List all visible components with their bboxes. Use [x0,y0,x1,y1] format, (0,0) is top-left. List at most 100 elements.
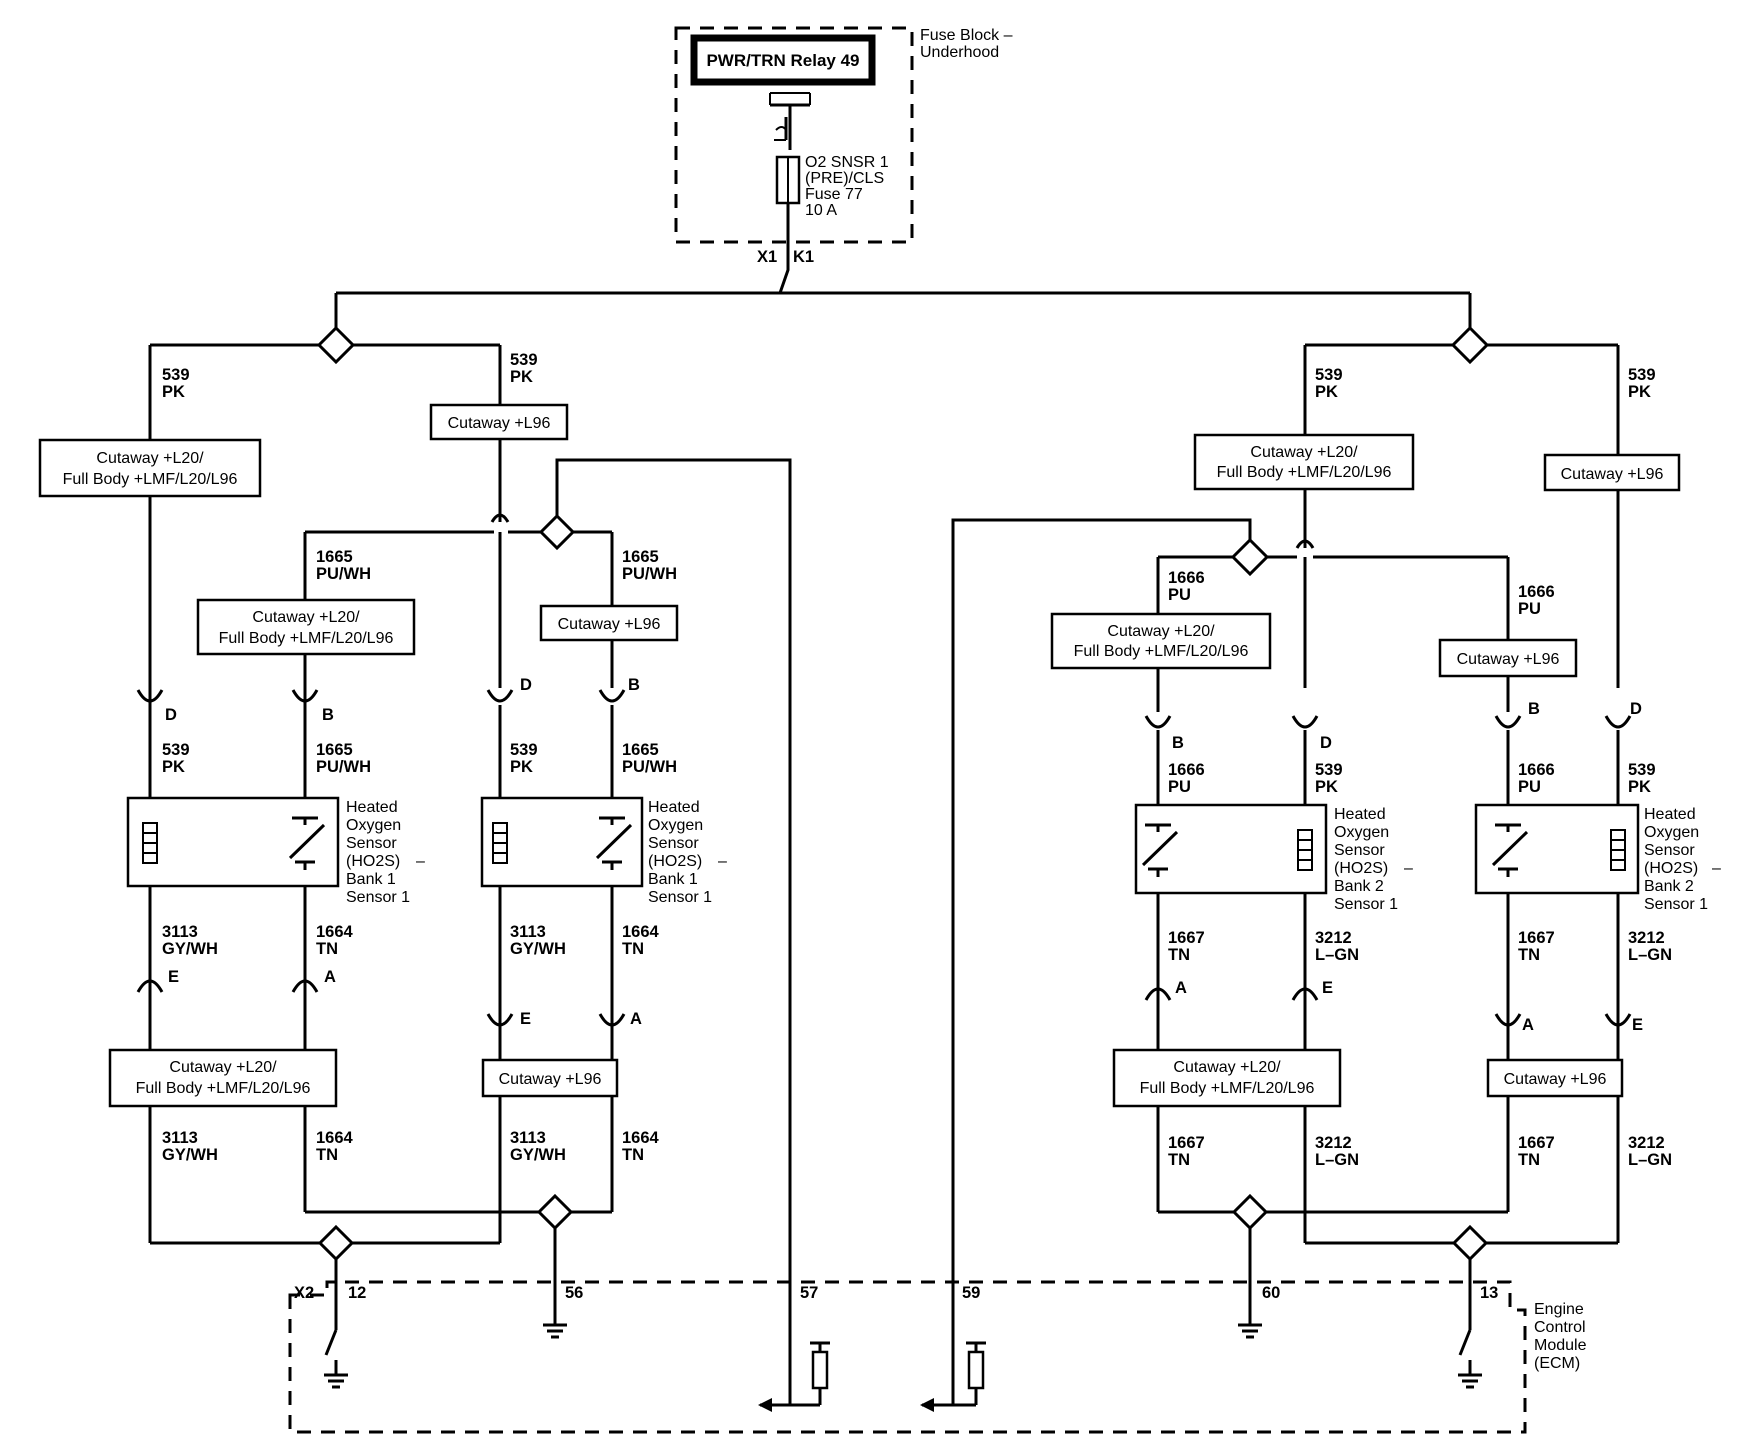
cutaway-label: Full Body +LMF/L20/L96 [63,471,238,488]
heater-element-icon [1297,829,1313,871]
ecm-pin-57: 57 [800,1284,818,1302]
cutaway-l96-box [1486,1058,1624,1098]
splice-left-top [316,325,356,365]
sensor-label: Bank 2 [1644,878,1694,895]
pin-label: A [324,968,336,986]
resistor-icon [953,1341,986,1407]
wire-label: 539 [510,351,538,369]
sensor-label: Sensor 1 [1334,896,1398,913]
wire-label: 1665 [316,548,353,566]
arrow-left-icon [920,1398,953,1412]
pin-label: D [1630,700,1642,718]
wire-label: PK [1315,778,1338,796]
pin-label: A [1522,1016,1534,1034]
cutaway-label: Full Body +LMF/L20/L96 [1074,643,1249,660]
resistor-icon [790,1341,830,1407]
wire-label: PK [510,758,533,776]
wire-label: PK [1315,383,1338,401]
splice-ecm-12 [317,1224,355,1262]
sensor-element-icon [1491,823,1529,877]
wire-label: PK [510,368,533,386]
sensor-label: Sensor [346,835,397,852]
cutaway-label: Full Body +LMF/L20/L96 [136,1080,311,1097]
ground-icon [1238,1323,1262,1339]
wire-label: 1666 [1518,761,1555,779]
wire-label: 3113 [510,923,546,941]
wire-label: 3212 [1315,929,1352,947]
wire-label: 3212 [1628,1134,1665,1152]
wire-label: PU/WH [316,758,371,776]
relay-49 [690,34,876,86]
cutaway-box [1193,433,1415,491]
cutaway-label: Cutaway +L96 [1457,651,1560,668]
splice-1665 [538,513,576,551]
wire-label: L–GN [1315,946,1359,964]
sensor-label: Sensor [1334,842,1385,859]
relay-label: PWR/TRN Relay 49 [706,51,859,70]
sensor-label: Heated [346,799,398,816]
splice-1666 [1230,537,1270,577]
heater-element-icon [492,822,508,864]
cutaway-label: Cutaway +L20/ [169,1059,277,1076]
wire-label: GY/WH [162,940,218,958]
cutaway-label: Full Body +LMF/L20/L96 [1217,464,1392,481]
sensor-label: – [718,853,727,870]
wire-label: 3113 [510,1129,546,1147]
sensor-label: Bank 1 [346,871,396,888]
wire-label: GY/WH [510,1146,566,1164]
pin-label: D [520,676,532,694]
fuse-block-underhood: PWR/TRN Relay 49 Fuse Block – Underhood … [674,26,1013,266]
wire-label: 539 [1315,761,1343,779]
connector-d [136,688,164,705]
wire-label: L–GN [1628,946,1672,964]
wire-label: 3113 [162,1129,198,1147]
cutaway-box [1050,612,1272,670]
wire-label: L–GN [1628,1151,1672,1169]
wire-label: PU [1518,600,1541,618]
splice-ecm-13 [1451,1224,1489,1262]
ecm-pin-56: 56 [565,1284,583,1302]
cutaway-label: Cutaway +L96 [558,616,661,633]
wire-label: 3113 [162,923,198,941]
wire-label: 539 [1315,366,1343,384]
cutaway-l96-box [1543,453,1681,492]
sensor-label: Sensor [648,835,699,852]
ho2s-bank1-sensor1 [126,796,340,888]
cutaway-box [108,1048,338,1108]
wire-label: 1667 [1518,1134,1555,1152]
cutaway-l96-box [539,604,679,642]
sensor-element-icon [595,816,633,870]
sensor-label: Heated [648,799,700,816]
wire-label: TN [1168,946,1190,964]
wire-label: 1665 [316,741,353,759]
pin-label: E [1322,979,1333,997]
wire-label: 539 [162,741,190,759]
wire-label: PK [1628,383,1651,401]
splice-right-top [1450,325,1490,365]
sensor-label: Oxygen [1644,824,1699,841]
wire-label: 539 [162,366,190,384]
wire-label: PU [1168,586,1191,604]
wire-label: 1666 [1168,569,1205,587]
switch-ground-icon [324,1329,348,1389]
pin-label: A [1175,979,1187,997]
ecm-label: Engine [1534,1301,1584,1318]
relay-switch-icon [769,92,811,150]
wire-label: 3212 [1315,1134,1352,1152]
wire-label: 1667 [1168,929,1205,947]
wire-label: L–GN [1315,1151,1359,1169]
wire-label: 1667 [1518,929,1555,947]
sensor-label: Heated [1334,806,1386,823]
wire-label: 1665 [622,741,659,759]
wire-label: PK [1628,778,1651,796]
ho2s-bank2-sensor1 [1134,803,1328,895]
wire-label: GY/WH [162,1146,218,1164]
sensor-label: Heated [1644,806,1696,823]
wire-label: TN [1518,1151,1540,1169]
sensor-label: (HO2S) [346,853,400,870]
connector-b [291,688,319,705]
pin-label: B [322,706,334,724]
heater-element-icon [1610,829,1626,871]
ground-icon [543,1323,567,1339]
